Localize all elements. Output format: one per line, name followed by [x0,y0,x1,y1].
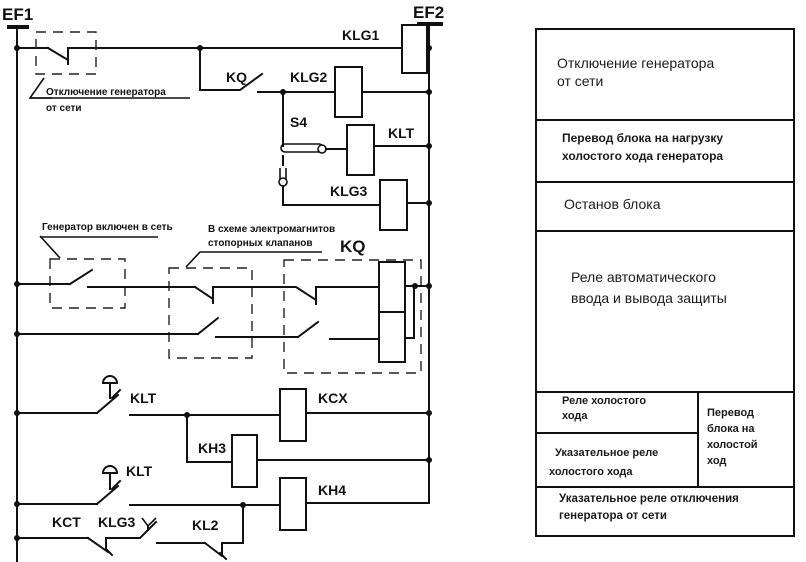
cell-line: Отключение генератора [557,55,715,71]
bus-ef2: EF2 [413,3,444,469]
label-klg3: KLG3 [330,183,368,199]
table-row-unit-shutdown: Останов блока [564,195,784,213]
table-row-idle-relay: Реле холостого хода [562,394,697,424]
row-divider [537,181,793,183]
table-row-idle-transfer: Перевод блока на холостой ход [707,405,793,469]
bus-ef2-label: EF2 [413,3,444,22]
cell-line: ввода и вывода защиты [571,290,727,306]
rung-klg2: KQ KLG2 [199,47,432,118]
col-divider [697,391,699,486]
bus-ef1: EF1 [2,5,33,562]
coil-klt [346,124,375,176]
rung-klg1: KLG1 Отключение генератора от сети [14,24,432,114]
label-kq-contact: KQ [226,69,247,85]
row-divider [537,391,793,393]
label-klt-contact-2: KLT [126,463,153,479]
cell-line: холостого хода генератора [562,149,724,163]
dashed-box-disconnect [35,31,97,75]
cell-line: Реле холостого [562,395,647,407]
cell-line: блока на [707,423,755,435]
label-s4: S4 [290,114,307,130]
label-klt: KLT [388,125,415,141]
row-divider [537,486,793,488]
label-klg3-contact: KLG3 [98,514,136,530]
label-kct-contact: KCT [52,514,81,530]
dashed-box-stop-valves [168,267,253,359]
coil-kh3 [231,434,258,488]
rung-kct-klg3-kl2: KCT KLG3 KL2 [14,504,244,561]
label-klt-contact-1: KLT [130,390,157,406]
rung-kq: Генератор включен в сеть В схеме электро… [14,222,432,374]
cell-line: Перевод [707,407,755,419]
cell-line: генератора от сети [559,510,667,522]
rung-klt-klg3: S4 KLT KLG3 [278,91,432,231]
note-disconnect-2: от сети [46,103,82,114]
note-generator-connected: Генератор включен в сеть [42,222,173,233]
row-divider [537,119,793,121]
switch-s4[interactable] [280,143,324,153]
coil-kh4 [279,477,307,531]
cell-line: хода [562,410,588,422]
coil-kcx [279,388,307,442]
note-stop-valves-1: В схеме электромагнитов [208,224,335,235]
cell-line: Указательное реле отключения [559,493,739,505]
table-row-idle-indicator-relay: Указательное реле холостого хода [539,444,697,482]
cell-line: Останов блока [564,196,661,212]
rung-kh4: KLT KH4 [14,463,430,531]
table-row-generator-disconnect: Отключение генератора от сети [557,54,787,90]
label-klg1: KLG1 [342,27,380,43]
note-stop-valves-2: стопорных клапанов [208,238,313,249]
function-table: Отключение генератора от сети Перевод бл… [535,28,795,537]
label-kh4: KH4 [318,482,346,498]
table-row-auto-protection-relay: Реле автоматического ввода и вывода защи… [571,267,791,309]
cell-line: от сети [557,73,604,89]
cell-line: Реле автоматического [571,269,716,285]
table-row-idle-load-transfer: Перевод блока на нагрузку холостого хода… [562,129,792,165]
coil-klg3 [379,179,408,231]
bus-ef1-label: EF1 [2,5,33,24]
label-kcx: KCX [318,390,348,406]
cell-line: холостой [707,439,758,451]
coil-klg2 [334,66,363,118]
table-row-disconnect-indicator-relay: Указательное реле отключения генератора … [559,491,795,525]
coil-klg1 [401,24,428,74]
cell-line: Перевод блока на нагрузку [562,131,724,145]
rung-kcx-kh3: KLT KCX KH3 [14,375,432,488]
cell-line: Указательное реле [555,447,659,459]
cell-line: холостого хода [549,466,633,478]
label-kl2-contact: KL2 [192,517,219,533]
label-kq-coil: KQ [340,237,366,256]
row-divider [537,432,699,434]
row-divider [537,230,793,232]
label-kh3: KH3 [198,440,226,456]
label-klg2: KLG2 [290,69,328,85]
cell-line: ход [707,455,727,467]
dashed-box-kq [283,259,422,374]
note-disconnect-1: Отключение генератора [46,87,166,98]
